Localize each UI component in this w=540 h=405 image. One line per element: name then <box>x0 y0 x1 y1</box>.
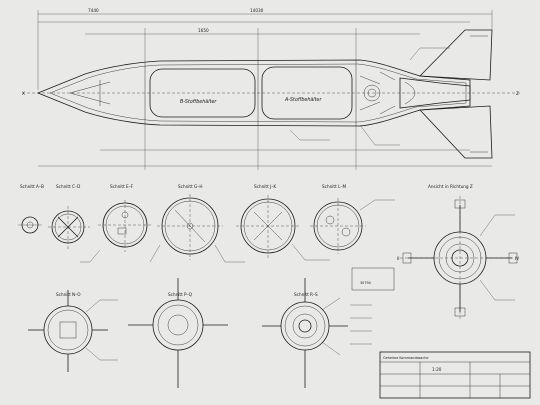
leader-lines <box>289 47 450 146</box>
dim-top-3: 14030 <box>250 8 264 13</box>
axis-x-label: X <box>22 91 25 96</box>
dim-top-2: 1650 <box>198 28 209 33</box>
section-no <box>28 290 118 372</box>
scale-label: 1:20 <box>432 367 442 372</box>
title-block <box>379 351 531 399</box>
combustion-chamber <box>399 77 471 109</box>
a-tank-label: A-Stoffbehälter <box>284 97 322 103</box>
rocket-side-view: 7440 1650 14030 B-Stoffbehälter A-Stoffb… <box>22 8 520 170</box>
turbopump-hub <box>367 88 377 98</box>
section-rs-label: Schnitt R–S <box>294 292 318 297</box>
section-cd <box>48 206 90 250</box>
section-jk-label: Schnitt J–K <box>254 184 276 189</box>
turbopump-circle <box>363 84 381 102</box>
lower-fin <box>419 105 493 159</box>
secret-label: Geheime Kommandosache <box>383 356 429 360</box>
section-gh-label: Schnitt G–H <box>178 184 203 189</box>
axis-iv-label: IV <box>515 256 519 261</box>
section-rs <box>262 278 348 388</box>
fin-tips <box>470 35 488 153</box>
engine-struts <box>359 71 396 115</box>
stamp-box <box>351 267 395 291</box>
section-lm-label: Schnitt L–M <box>322 184 346 189</box>
rocket-inner-hull <box>49 63 467 123</box>
dim-top-1: 7440 <box>88 8 99 13</box>
view-z-label: Ansicht in Richtung Z <box>428 184 473 189</box>
section-cd-label: Schnitt C–D <box>56 184 80 189</box>
section-gh <box>157 194 223 260</box>
chamber-curve <box>404 81 416 105</box>
section-no-label: Schnitt N–O <box>56 292 81 297</box>
section-lm <box>310 198 366 254</box>
section-jk <box>236 195 300 258</box>
b-tank-outline <box>149 68 256 118</box>
section-views-row: Schnitt A–B Schnitt C–D Schnitt E–F <box>18 184 395 291</box>
warhead-lines <box>69 80 111 106</box>
b-tank-label: B-Stoffbehälter <box>180 99 217 105</box>
axis-ii-label: II <box>397 256 399 261</box>
section-leaders <box>80 199 395 263</box>
parts-callouts <box>350 304 372 345</box>
section-ef-label: Schnitt E–F <box>110 184 134 189</box>
a-tank-outline <box>261 66 353 120</box>
section-ab <box>18 216 42 234</box>
section-pq <box>128 278 228 388</box>
section-ab-label: Schnitt A–B <box>20 184 44 189</box>
bottom-views-row: Schnitt N–O Schnitt P–Q Schnitt R–S <box>28 278 372 388</box>
section-pq-label: Schnitt P–Q <box>168 292 193 297</box>
axis-z-label: Z <box>516 91 519 96</box>
section-ef <box>98 200 152 252</box>
stamp-number: 30794 <box>360 281 371 285</box>
view-direction-z <box>400 196 520 320</box>
